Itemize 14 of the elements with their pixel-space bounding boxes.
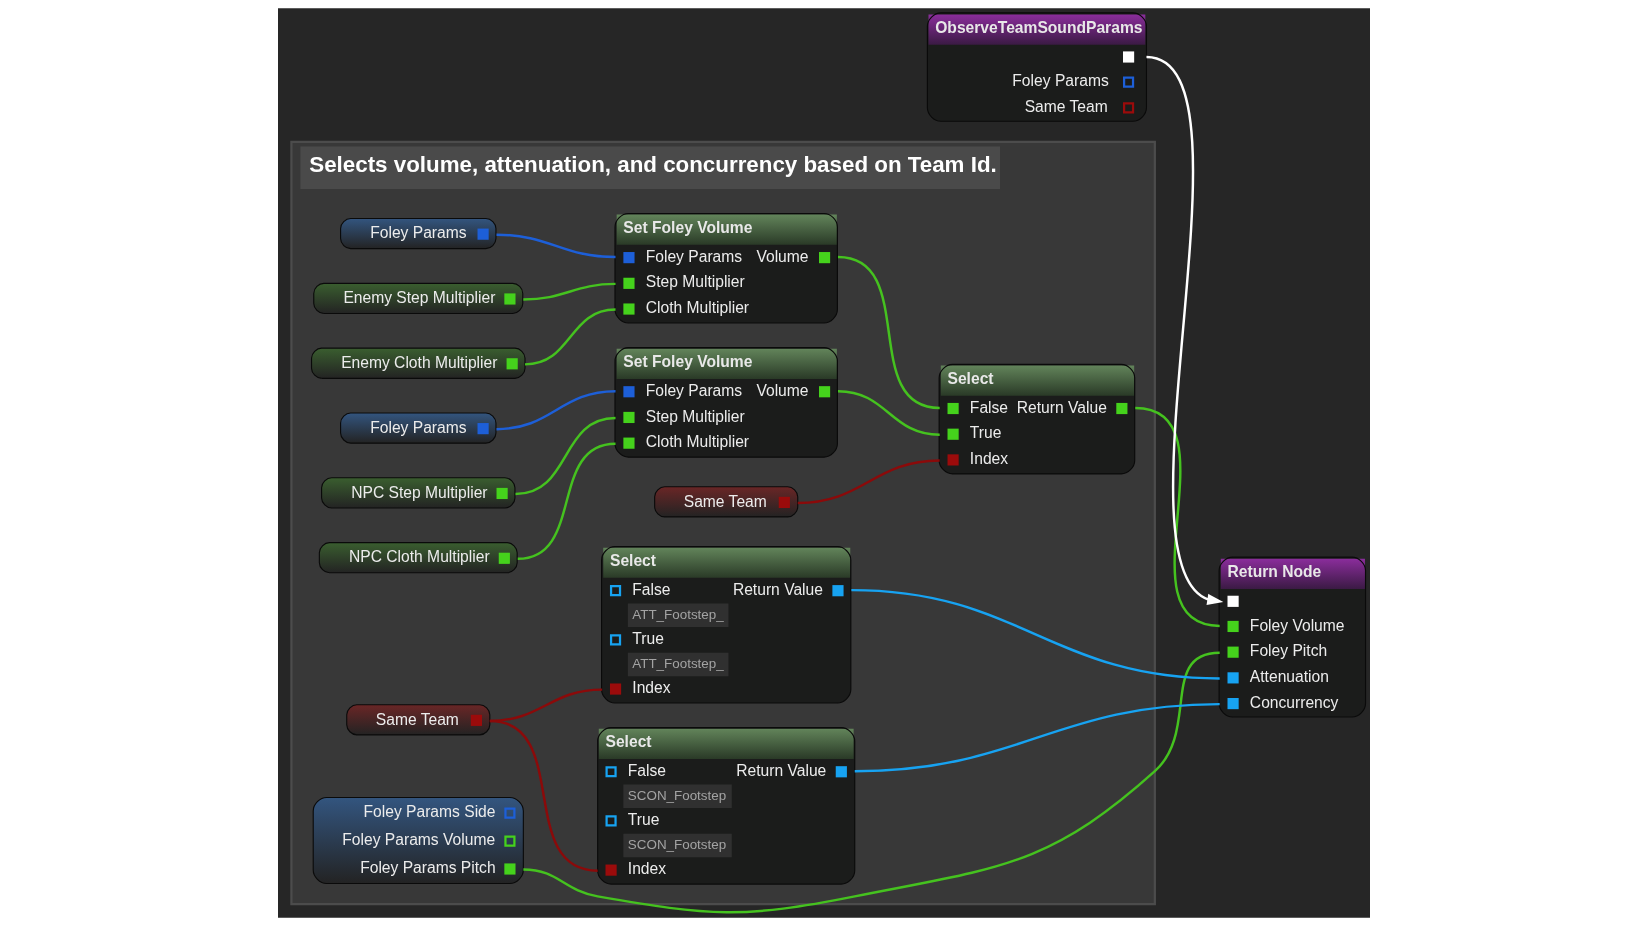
connector: [1135, 406, 1220, 628]
connector: [496, 233, 616, 259]
connector: [797, 459, 940, 505]
connector: [837, 389, 940, 436]
connector: [523, 282, 616, 301]
connector: [496, 389, 616, 431]
connector: [854, 702, 1220, 773]
connector: [517, 442, 616, 561]
connector: [837, 255, 940, 410]
arrow: [1146, 55, 1224, 605]
connector: [524, 308, 616, 366]
connector: [515, 416, 616, 496]
connector: [489, 719, 598, 872]
connector: [851, 588, 1220, 680]
